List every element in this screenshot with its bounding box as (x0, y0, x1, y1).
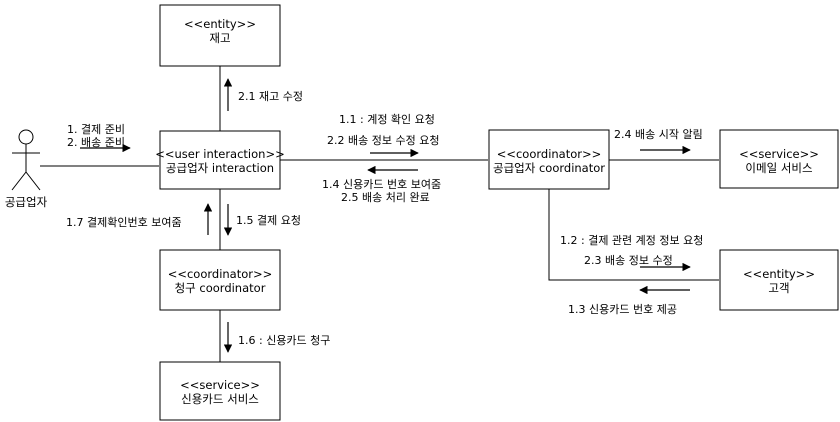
node-stereotype: <<entity>> (184, 17, 256, 31)
msg-2-3: 2.3 배송 정보 수정 (584, 254, 673, 267)
node-stereotype: <<entity>> (743, 267, 815, 281)
links (40, 66, 719, 362)
msg-1: 1. 결제 준비 (67, 123, 125, 136)
node-name: 신용카드 서비스 (181, 392, 259, 406)
msg-1-2: 1.2 : 결제 관련 계정 정보 요청 (560, 234, 703, 247)
msg-2-4: 2.4 배송 시작 알림 (614, 127, 703, 141)
node-name: 청구 coordinator (175, 281, 266, 295)
actor-supplier: 공급업자 (5, 129, 48, 209)
node-credit-card-service[interactable]: <<service>> 신용카드 서비스 (159, 361, 281, 421)
node-email-service[interactable]: <<service>> 이메일 서비스 (719, 129, 839, 189)
node-stereotype: <<coordinator>> (497, 147, 602, 161)
node-name: 공급업자 interaction (166, 161, 274, 175)
msg-1-4: 1.4 신용카드 번호 보여줌 (322, 178, 441, 191)
actor-label: 공급업자 (5, 195, 48, 209)
msg-1-5: 1.5 결제 요청 (236, 214, 301, 227)
msg-2: 2. 배송 준비 (67, 136, 125, 149)
msg-2-5: 2.5 배송 처리 완료 (341, 191, 430, 204)
node-name: 이메일 서비스 (745, 161, 812, 175)
node-name: 공급업자 coordinator (493, 161, 605, 175)
node-stereotype: <<user interaction>> (155, 147, 284, 161)
node-name: 고객 (768, 281, 789, 295)
msg-1-1: 1.1 : 계정 확인 요청 (339, 113, 435, 126)
msg-1-6: 1.6 : 신용카드 청구 (238, 334, 330, 347)
node-customer[interactable]: <<entity>> 고객 (719, 249, 839, 311)
node-name: 재고 (209, 31, 230, 45)
link-coordinator-customer (548, 189, 719, 281)
msg-1-7: 1.7 결제확인번호 보여줌 (66, 216, 182, 229)
node-supplier-interaction[interactable]: <<user interaction>> 공급업자 interaction (155, 130, 285, 190)
node-stereotype: <<service>> (180, 378, 260, 392)
message-arrows (80, 78, 691, 353)
msg-1-3: 1.3 신용카드 번호 제공 (568, 303, 677, 316)
msg-2-2: 2.2 배송 정보 수정 요청 (327, 134, 439, 147)
msg-2-1: 2.1 재고 수정 (238, 90, 303, 103)
node-billing-coordinator[interactable]: <<coordinator>> 청구 coordinator (159, 249, 281, 311)
message-labels: 1. 결제 준비 2. 배송 준비 2.1 재고 수정 1.1 : 계정 확인 … (66, 90, 703, 347)
node-inventory[interactable]: <<entity>> 재고 (159, 4, 281, 67)
node-stereotype: <<service>> (739, 147, 819, 161)
node-supplier-coordinator[interactable]: <<coordinator>> 공급업자 coordinator (488, 129, 610, 190)
actor-head (18, 129, 34, 145)
node-stereotype: <<coordinator>> (168, 267, 273, 281)
